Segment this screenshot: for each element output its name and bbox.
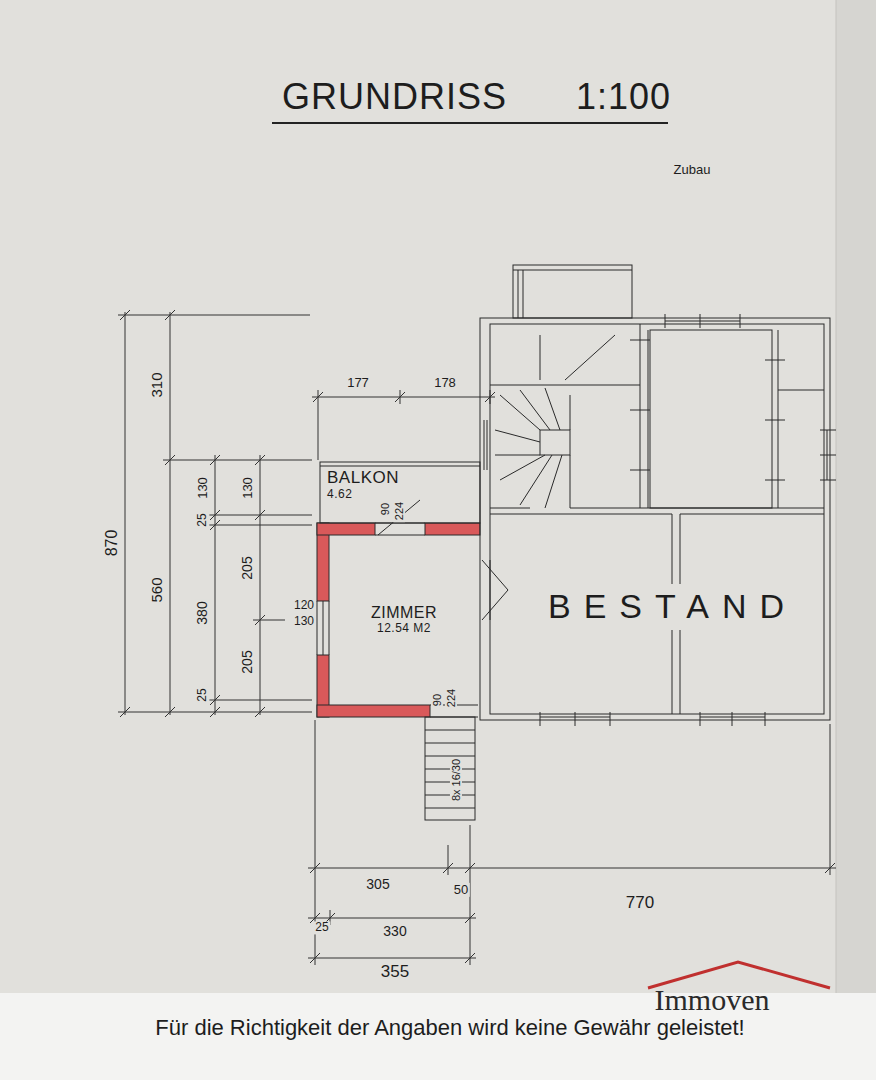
door-dimension: 90	[431, 692, 443, 708]
dimension-lines	[118, 310, 836, 965]
dimension: 50	[452, 883, 470, 897]
plan-title: GRUNDRISS 1:100	[282, 76, 671, 118]
dimension: 120	[292, 599, 316, 612]
disclaimer: Für die Richtigkeit der Angaben wird kei…	[153, 1016, 746, 1040]
dimension: 380	[195, 599, 210, 626]
existing-building	[480, 265, 830, 720]
title-underline	[272, 122, 668, 124]
dimension: 25	[196, 686, 209, 703]
dimension: 310	[149, 370, 166, 399]
room-name: BALKON	[327, 468, 399, 488]
room-area-value: 12.54 M2	[377, 622, 431, 636]
paper-fold-line	[836, 0, 837, 993]
dimension: 560	[149, 575, 166, 604]
stair-note: 8x 16/30	[450, 757, 462, 803]
new-walls	[317, 523, 480, 717]
door-dimension: 224	[445, 687, 457, 709]
wall-ticks	[540, 314, 836, 726]
room-area-value: 4.62	[327, 488, 352, 502]
door-dimension: 90	[379, 501, 391, 517]
dimension: 205	[240, 648, 255, 675]
dimension: 25	[196, 511, 209, 528]
dimension: 870	[103, 528, 121, 559]
dimension: 25	[313, 921, 330, 934]
dimension: 330	[381, 924, 408, 939]
room-area: ZIMMER12.54 M2	[330, 536, 478, 704]
existing-building-label: BESTAND	[546, 584, 808, 630]
dimension: 177	[345, 376, 371, 390]
openings	[317, 462, 480, 820]
dimension: 130	[196, 475, 210, 501]
paper-fold	[836, 0, 876, 993]
logo-text: Immoven	[653, 983, 772, 1016]
dimension: 130	[241, 475, 255, 501]
dimension: 305	[364, 877, 391, 892]
dimension: 355	[379, 963, 411, 982]
dimension: 178	[432, 376, 458, 390]
dimension: 205	[240, 554, 255, 581]
room-name: BESTAND	[548, 587, 797, 626]
note: Zubau	[672, 163, 713, 177]
door-dimension: 224	[393, 500, 405, 522]
dimension: 770	[624, 894, 656, 913]
room-name: ZIMMER	[371, 604, 437, 622]
dimension: 130	[292, 615, 316, 628]
